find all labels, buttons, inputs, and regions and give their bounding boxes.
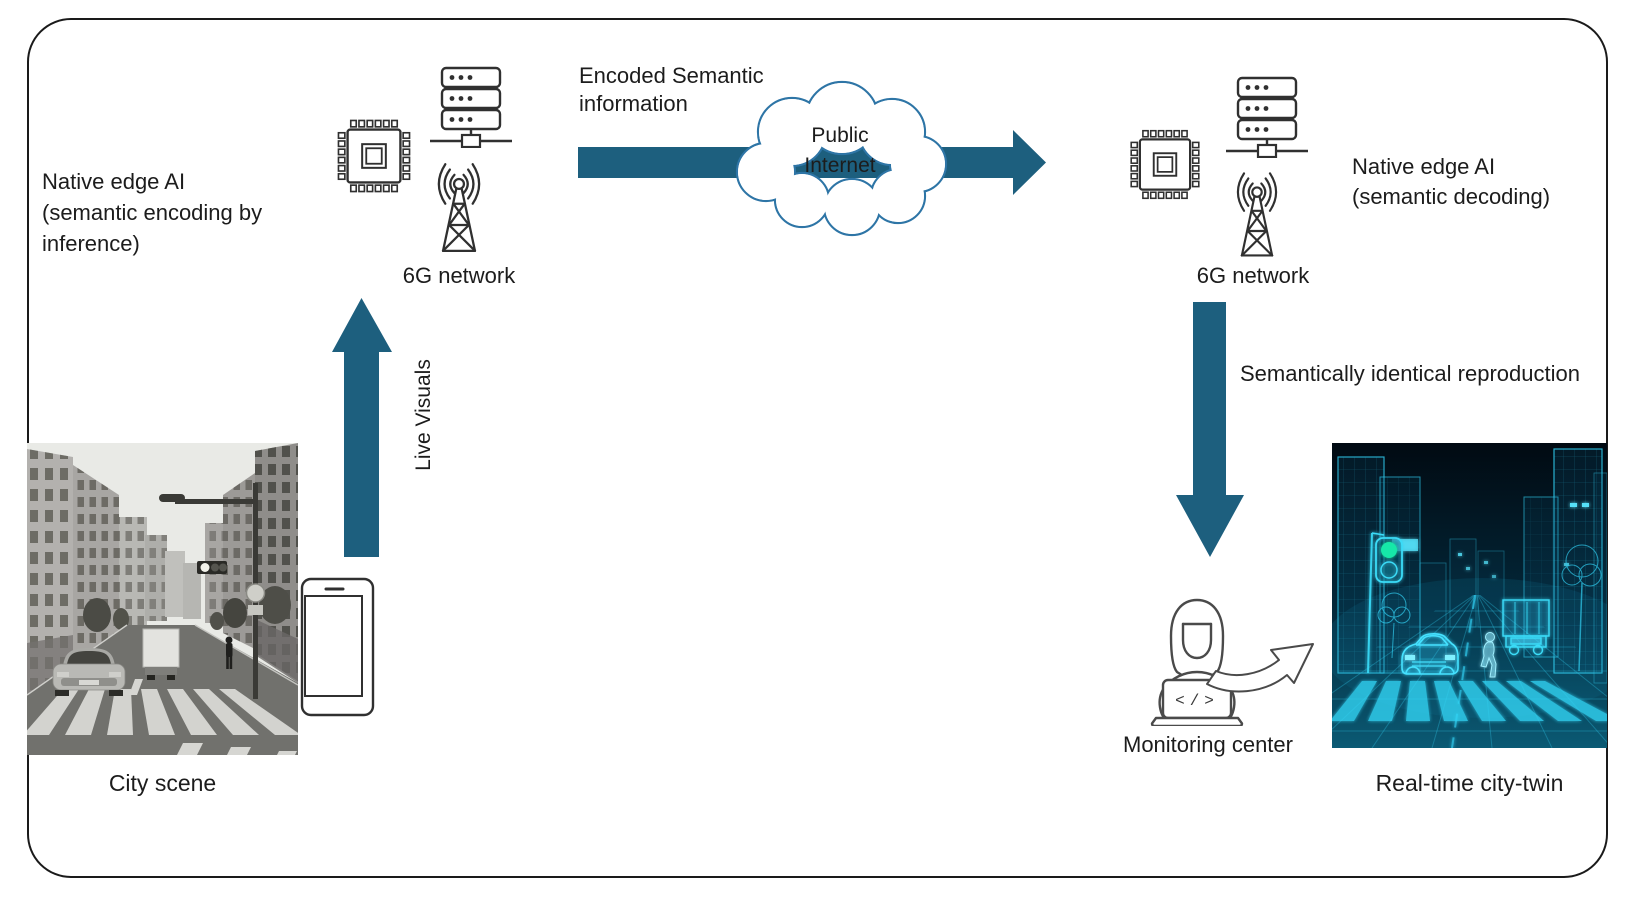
encoded-semantic-info-label: Encoded Semantic information	[579, 62, 764, 118]
encoder-ai-caption: Native edge AI (semantic encoding by inf…	[42, 166, 262, 259]
city-pedestrian	[225, 636, 233, 669]
decoder-6g-network-label: 6G network	[1196, 263, 1310, 288]
laptop-code-glyph: </>	[1175, 692, 1219, 710]
public-internet-line2: Internet	[804, 154, 876, 177]
city-car	[52, 648, 126, 696]
city-scene-image	[27, 443, 298, 755]
encoded-semantic-info-line2: information	[579, 91, 688, 116]
city-traffic-light	[159, 483, 266, 699]
decoder-ai-caption: Native edge AI (semantic decoding)	[1352, 152, 1550, 212]
city-scene-caption: City scene	[108, 770, 217, 796]
radio-tower-icon	[437, 163, 481, 252]
radio-tower-icon	[1236, 172, 1278, 257]
encoder-ai-caption-line2: (semantic encoding by	[42, 200, 263, 225]
live-visuals-up-arrow	[332, 298, 392, 557]
internet-cloud-icon	[735, 80, 948, 237]
reproduction-label: Semantically identical reproduction	[1240, 361, 1580, 386]
encoder-6g-network-label: 6G network	[402, 263, 516, 288]
city-twin-image	[1332, 443, 1607, 748]
monitoring-center-caption: Monitoring center	[1123, 732, 1293, 757]
encoded-semantic-info-line1: Encoded Semantic	[579, 63, 764, 88]
server-rack-icon	[430, 66, 512, 148]
encoded-info-right-arrow	[578, 130, 1046, 195]
cpu-chip-icon	[1130, 129, 1200, 200]
encoder-ai-caption-line1: Native edge AI	[42, 169, 186, 194]
cpu-chip-icon	[337, 119, 411, 193]
city-truck	[142, 628, 180, 680]
city-twin-caption: Real-time city-twin	[1375, 770, 1564, 796]
twin-traffic-light	[1367, 532, 1403, 674]
green-light	[1381, 542, 1397, 558]
public-internet-line1: Public	[811, 124, 869, 147]
smartphone-icon	[300, 577, 375, 717]
twin-car	[1401, 633, 1459, 675]
live-visuals-label: Live Visuals	[412, 359, 435, 471]
decoder-ai-caption-line2: (semantic decoding)	[1352, 184, 1551, 209]
twin-truck	[1502, 599, 1550, 656]
reproduction-down-arrow	[1176, 302, 1244, 557]
decoder-ai-caption-line1: Native edge AI	[1352, 154, 1496, 179]
curved-arrow-icon	[1206, 643, 1314, 693]
server-rack-icon	[1226, 76, 1308, 158]
twin-pedestrian	[1480, 632, 1497, 678]
public-internet-label: Public Internet	[742, 121, 938, 181]
encoder-ai-caption-line3: inference)	[42, 231, 140, 256]
